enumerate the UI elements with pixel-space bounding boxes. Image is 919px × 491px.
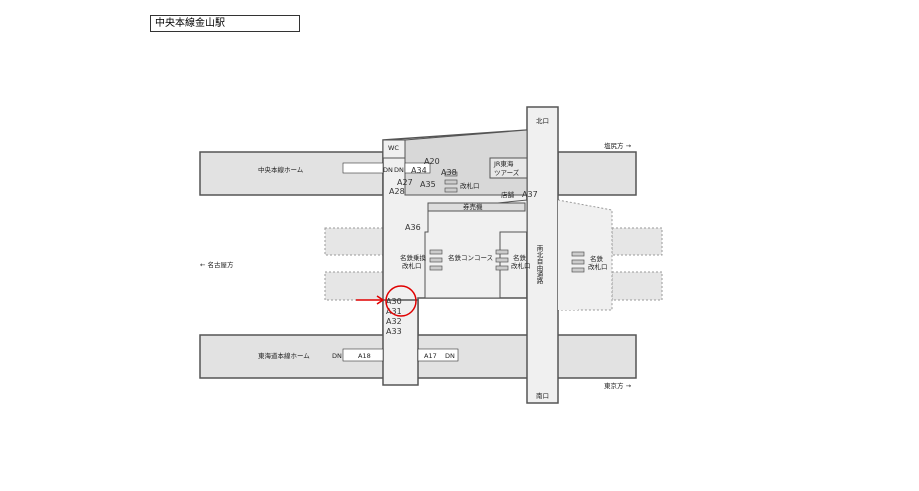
exit-a27[interactable]: A27 <box>397 178 413 187</box>
chuo-platform-label: 中央本線ホーム <box>258 165 304 174</box>
jr-tours-label-2: ツアーズ <box>494 168 520 177</box>
exit-a37[interactable]: A37 <box>522 190 538 199</box>
ticket-machines <box>427 202 526 212</box>
exit-a33[interactable]: A33 <box>386 327 402 336</box>
exit-a20[interactable]: A20 <box>424 157 440 166</box>
wc <box>382 139 406 159</box>
jr-tours-label: JR東海 <box>493 159 514 168</box>
meitetsu-gate-east-label-2: 改札口 <box>588 262 608 271</box>
dn-label: DN <box>394 166 404 174</box>
exit-a28[interactable]: A28 <box>389 187 405 196</box>
exit-a32[interactable]: A32 <box>386 317 402 326</box>
stairs <box>342 162 459 362</box>
meitetsu-transfer-label: 名鉄乗換 <box>400 253 427 262</box>
station-building <box>404 129 528 196</box>
highlight-circle <box>385 285 417 317</box>
free-passage-label: 南北自由通路 <box>535 244 543 285</box>
dn-label: DN <box>383 166 393 174</box>
meitetsu-gate-label: 名鉄 <box>513 253 527 262</box>
exit-a35[interactable]: A35 <box>420 180 436 189</box>
jr-tours-shop <box>489 157 528 179</box>
dn-label: DN <box>445 352 455 360</box>
exit-a18[interactable]: A18 <box>358 352 371 360</box>
exit-a38[interactable]: A38 <box>441 168 457 177</box>
exit-a30[interactable]: A30 <box>386 297 402 306</box>
exit-a31[interactable]: A31 <box>386 307 402 316</box>
ticket-gates <box>429 171 585 273</box>
wc-label: WC <box>388 144 399 152</box>
south-exit-label: 南口 <box>536 391 549 400</box>
highlight-arrow-icon <box>356 295 385 305</box>
meitetsu-concourse <box>424 199 528 299</box>
nagoya-direction: ← 名古屋方 <box>200 260 234 269</box>
meitetsu-concourse-label: 名鉄コンコース <box>448 253 493 262</box>
map-title: 中央本線金山駅 <box>150 15 300 32</box>
tokyo-direction: 東京方 → <box>604 381 632 390</box>
meitetsu-gate-label-2: 改札口 <box>511 261 531 270</box>
exit-a36[interactable]: A36 <box>405 223 421 232</box>
ticket-machines-label: 券売機 <box>463 202 483 211</box>
shiojiri-direction: 塩尻方 → <box>604 141 632 150</box>
tokaido-platform-label: 東海道本線ホーム <box>258 351 310 360</box>
dn-label: DN <box>332 352 342 360</box>
ticket-gate-label: 改札口 <box>460 181 480 190</box>
shop-label: 店舗 <box>501 190 515 199</box>
exit-a17[interactable]: A17 <box>424 352 437 360</box>
exit-a34[interactable]: A34 <box>411 166 427 175</box>
meitetsu-gate-east-label: 名鉄 <box>590 254 604 263</box>
meitetsu-transfer-label-2: 改札口 <box>402 261 422 270</box>
north-exit-label: 北口 <box>536 117 549 125</box>
exit-labels: A20 A27 A28 A34 A35 A38 A37 A36 A30 A31 … <box>358 157 538 360</box>
